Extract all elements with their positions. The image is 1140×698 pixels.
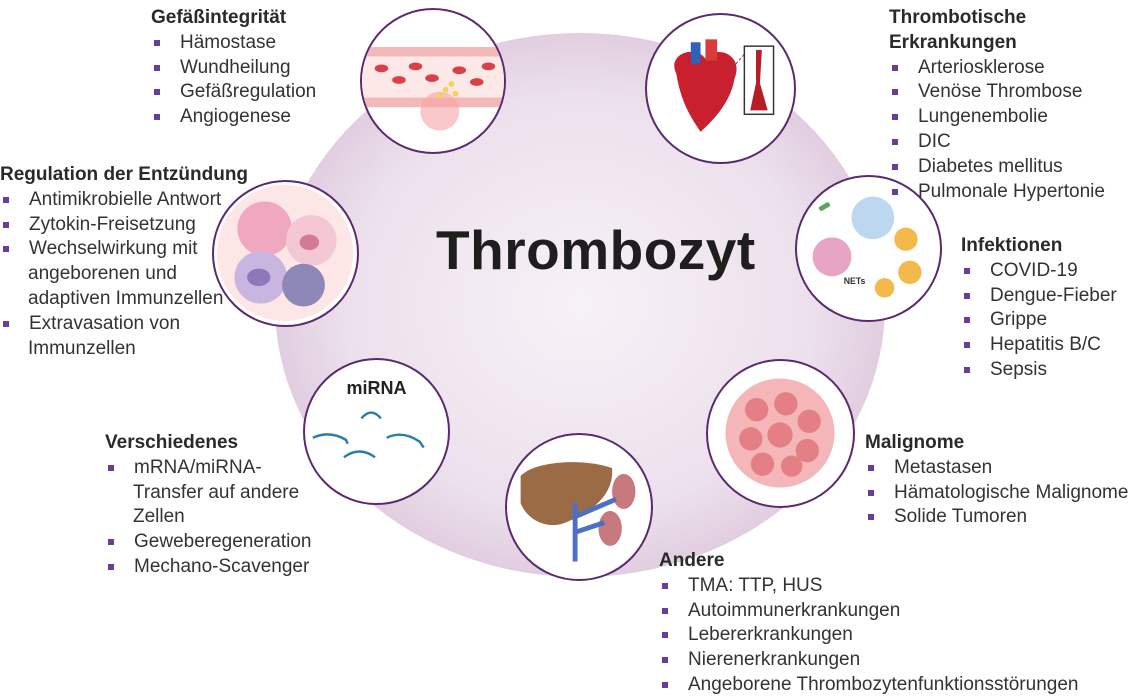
list-item: Wundheilung: [151, 56, 316, 81]
center-title: Thrombozyt: [436, 219, 756, 281]
immune-cells-illustration: [212, 180, 359, 327]
list-item: Mechano-Scavenger: [105, 555, 311, 580]
list-item-continuation: adaptiven Immunzellen: [28, 287, 224, 309]
list-item: Hepatitis B/C: [961, 333, 1117, 358]
list-item: Arteriosklerose: [889, 56, 1140, 81]
list-item: Sepsis: [961, 358, 1117, 383]
section-malignome: Malignome Metastasen Hämatologische Mali…: [865, 431, 1128, 530]
list-item: Autoimmunerkrankungen: [659, 599, 1078, 624]
list-item: Grippe: [961, 308, 1117, 333]
section-heading: Regulation der Entzündung: [0, 164, 249, 185]
list-item: Nierenerkrankungen: [659, 648, 1078, 673]
section-gefaess: Gefäßintegrität Hämostase Wundheilung Ge…: [151, 6, 316, 130]
list-item: Dengue-Fieber: [961, 284, 1117, 309]
section-heading: Infektionen: [961, 235, 1063, 256]
mirna-illustration: miRNA: [303, 358, 450, 505]
mirna-label: miRNA: [346, 378, 407, 398]
list-item: Lebererkrankungen: [659, 623, 1078, 648]
section-heading: Malignome: [865, 432, 965, 453]
list-item: COVID-19: [961, 259, 1117, 284]
list-item: Diabetes mellitus: [889, 155, 1140, 180]
list-item: Venöse Thrombose: [889, 80, 1140, 105]
section-heading: Gefäßintegrität: [151, 7, 287, 28]
section-verschiedenes: Verschiedenes mRNA/miRNA- Transfer auf a…: [105, 431, 311, 580]
liver-kidney-illustration: [505, 433, 653, 581]
list-item: Wechselwirkung mit: [0, 237, 248, 262]
vessel-illustration: [360, 8, 506, 154]
list-item-continuation: Transfer auf andere: [133, 481, 300, 503]
section-heading: Andere: [659, 550, 725, 571]
section-andere: Andere TMA: TTP, HUS Autoimmunerkrankung…: [659, 549, 1078, 698]
list-item: mRNA/miRNA-: [105, 456, 311, 481]
list-item: DIC: [889, 130, 1140, 155]
list-item-continuation: Immunzellen: [28, 337, 136, 359]
list-item: Geweberegeneration: [105, 530, 311, 555]
section-heading: Thrombotische Erkrankungen: [889, 7, 1027, 53]
list-item: Hämostase: [151, 31, 316, 56]
section-heading: Verschiedenes: [105, 432, 239, 453]
list-item: Antimikrobielle Antwort: [0, 188, 248, 213]
infection-nets-illustration: NETs: [795, 175, 942, 322]
heart-illustration: [645, 13, 796, 164]
list-item: Metastasen: [865, 456, 1128, 481]
list-item: Angiogenese: [151, 105, 316, 130]
list-item: Angeborene Thrombozytenfunktionsstörunge…: [659, 673, 1078, 698]
list-item-continuation: angeborenen und: [28, 263, 177, 285]
section-entzuendung: Regulation der Entzündung Antimikrobiell…: [0, 163, 248, 361]
list-item: TMA: TTP, HUS: [659, 574, 1078, 599]
list-item: Pulmonale Hypertonie: [889, 180, 1140, 205]
list-item: Extravasation von: [0, 312, 248, 337]
list-item-continuation: Zellen: [133, 506, 185, 528]
list-item: Gefäßregulation: [151, 80, 316, 105]
list-item: Lungenembolie: [889, 105, 1140, 130]
tumor-illustration: [706, 359, 855, 508]
list-item: Zytokin-Freisetzung: [0, 213, 248, 238]
nets-label: NETs: [844, 276, 866, 286]
section-infektionen: Infektionen COVID-19 Dengue-Fieber Gripp…: [961, 234, 1117, 383]
list-item: Hämatologische Malignome: [865, 481, 1128, 506]
section-thrombotisch: Thrombotische Erkrankungen Arteriosklero…: [889, 6, 1140, 204]
list-item: Solide Tumoren: [865, 505, 1128, 530]
